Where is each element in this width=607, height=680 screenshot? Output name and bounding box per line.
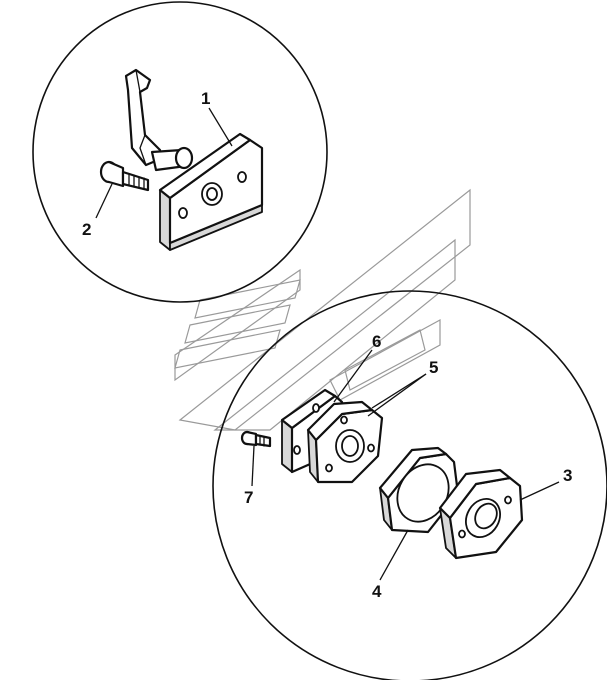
leader-2 [95,183,113,219]
callout-3: 3 [563,466,572,485]
callouts: 1 2 3 4 5 6 7 [82,89,572,601]
callout-7: 7 [244,488,253,507]
part-1-handle-assembly [124,68,264,251]
lower-detail-circle [212,290,607,680]
leader-7 [251,445,255,487]
callout-6: 6 [372,332,381,351]
leader-3 [519,481,560,501]
plate-side [159,189,171,251]
leader-5b [367,373,427,417]
upper-detail-circle [32,1,328,303]
leader-5a [371,373,427,409]
leader-lines [95,107,560,581]
part-3-adapter-plate [438,468,524,560]
callout-2: 2 [82,220,91,239]
part-5-flange-plate [306,400,384,484]
plate-hole-left [178,207,188,219]
lever-handle [124,68,162,167]
plate-hole-right [237,171,247,183]
leader-1 [208,107,233,147]
callout-1: 1 [201,89,210,108]
callout-5: 5 [429,358,438,377]
leader-4 [379,529,409,581]
part-7-bolt [240,430,272,448]
leader-6 [333,349,373,403]
part-2-screw [99,160,150,192]
watermark-logo [174,188,471,431]
callout-4: 4 [372,582,382,601]
